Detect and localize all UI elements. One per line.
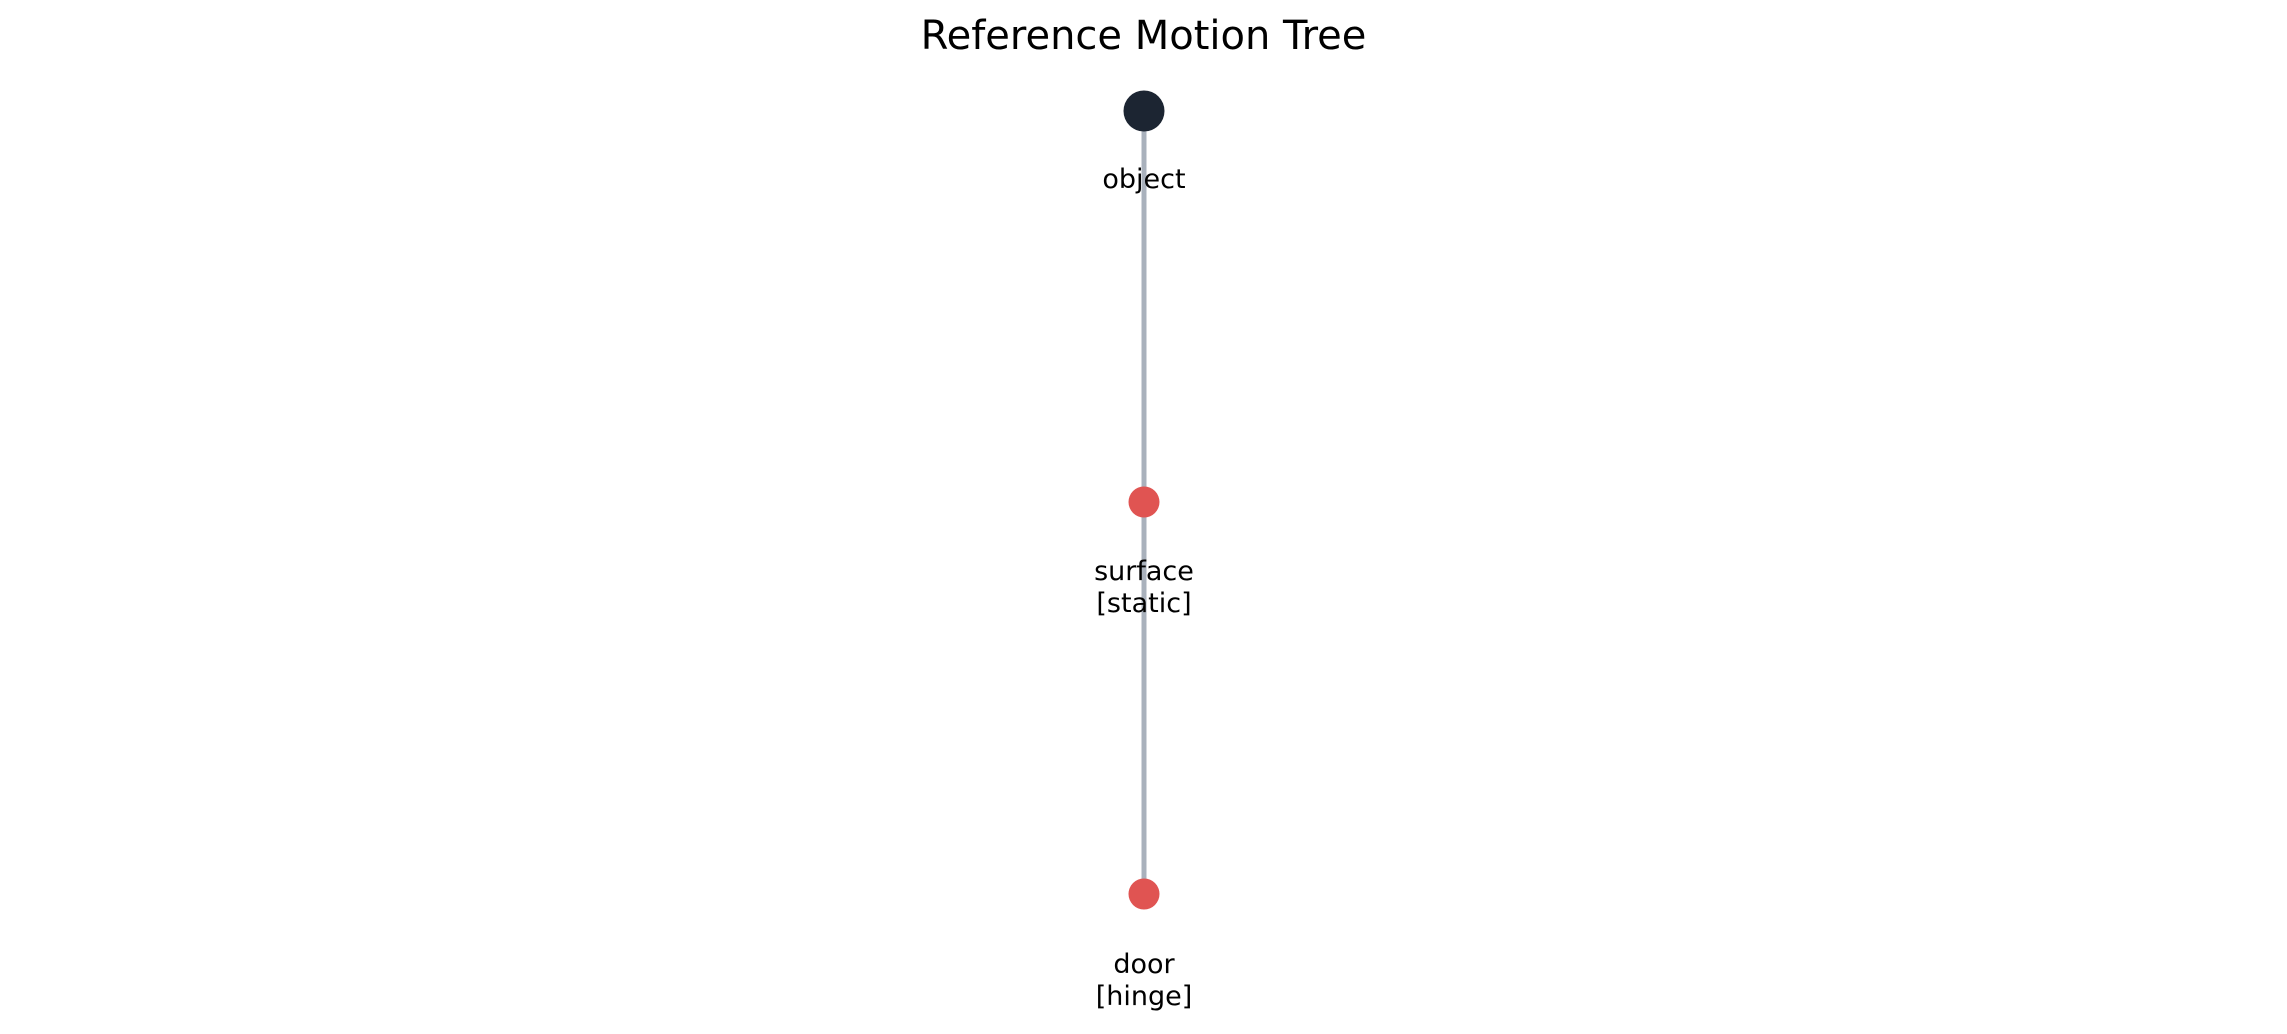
node-door-label: door [hinge] (1096, 949, 1193, 1013)
node-door-joint-tag: [hinge] (1095, 981, 1193, 1012)
node-surface-dot (1128, 486, 1160, 518)
node-surface-name: surface (1094, 556, 1194, 587)
node-door-name: door (1113, 949, 1175, 980)
node-object-label: object (1102, 164, 1185, 196)
tree-edge-object-surface (1141, 111, 1147, 502)
node-object-dot (1123, 90, 1165, 132)
figure-title: Reference Motion Tree (920, 13, 1367, 59)
node-door-dot (1128, 878, 1160, 910)
node-object-name: object (1102, 164, 1186, 195)
node-surface-label: surface [static] (1094, 556, 1194, 620)
node-surface-joint-tag: [static] (1096, 588, 1192, 619)
tree-edge-surface-door (1141, 502, 1147, 894)
